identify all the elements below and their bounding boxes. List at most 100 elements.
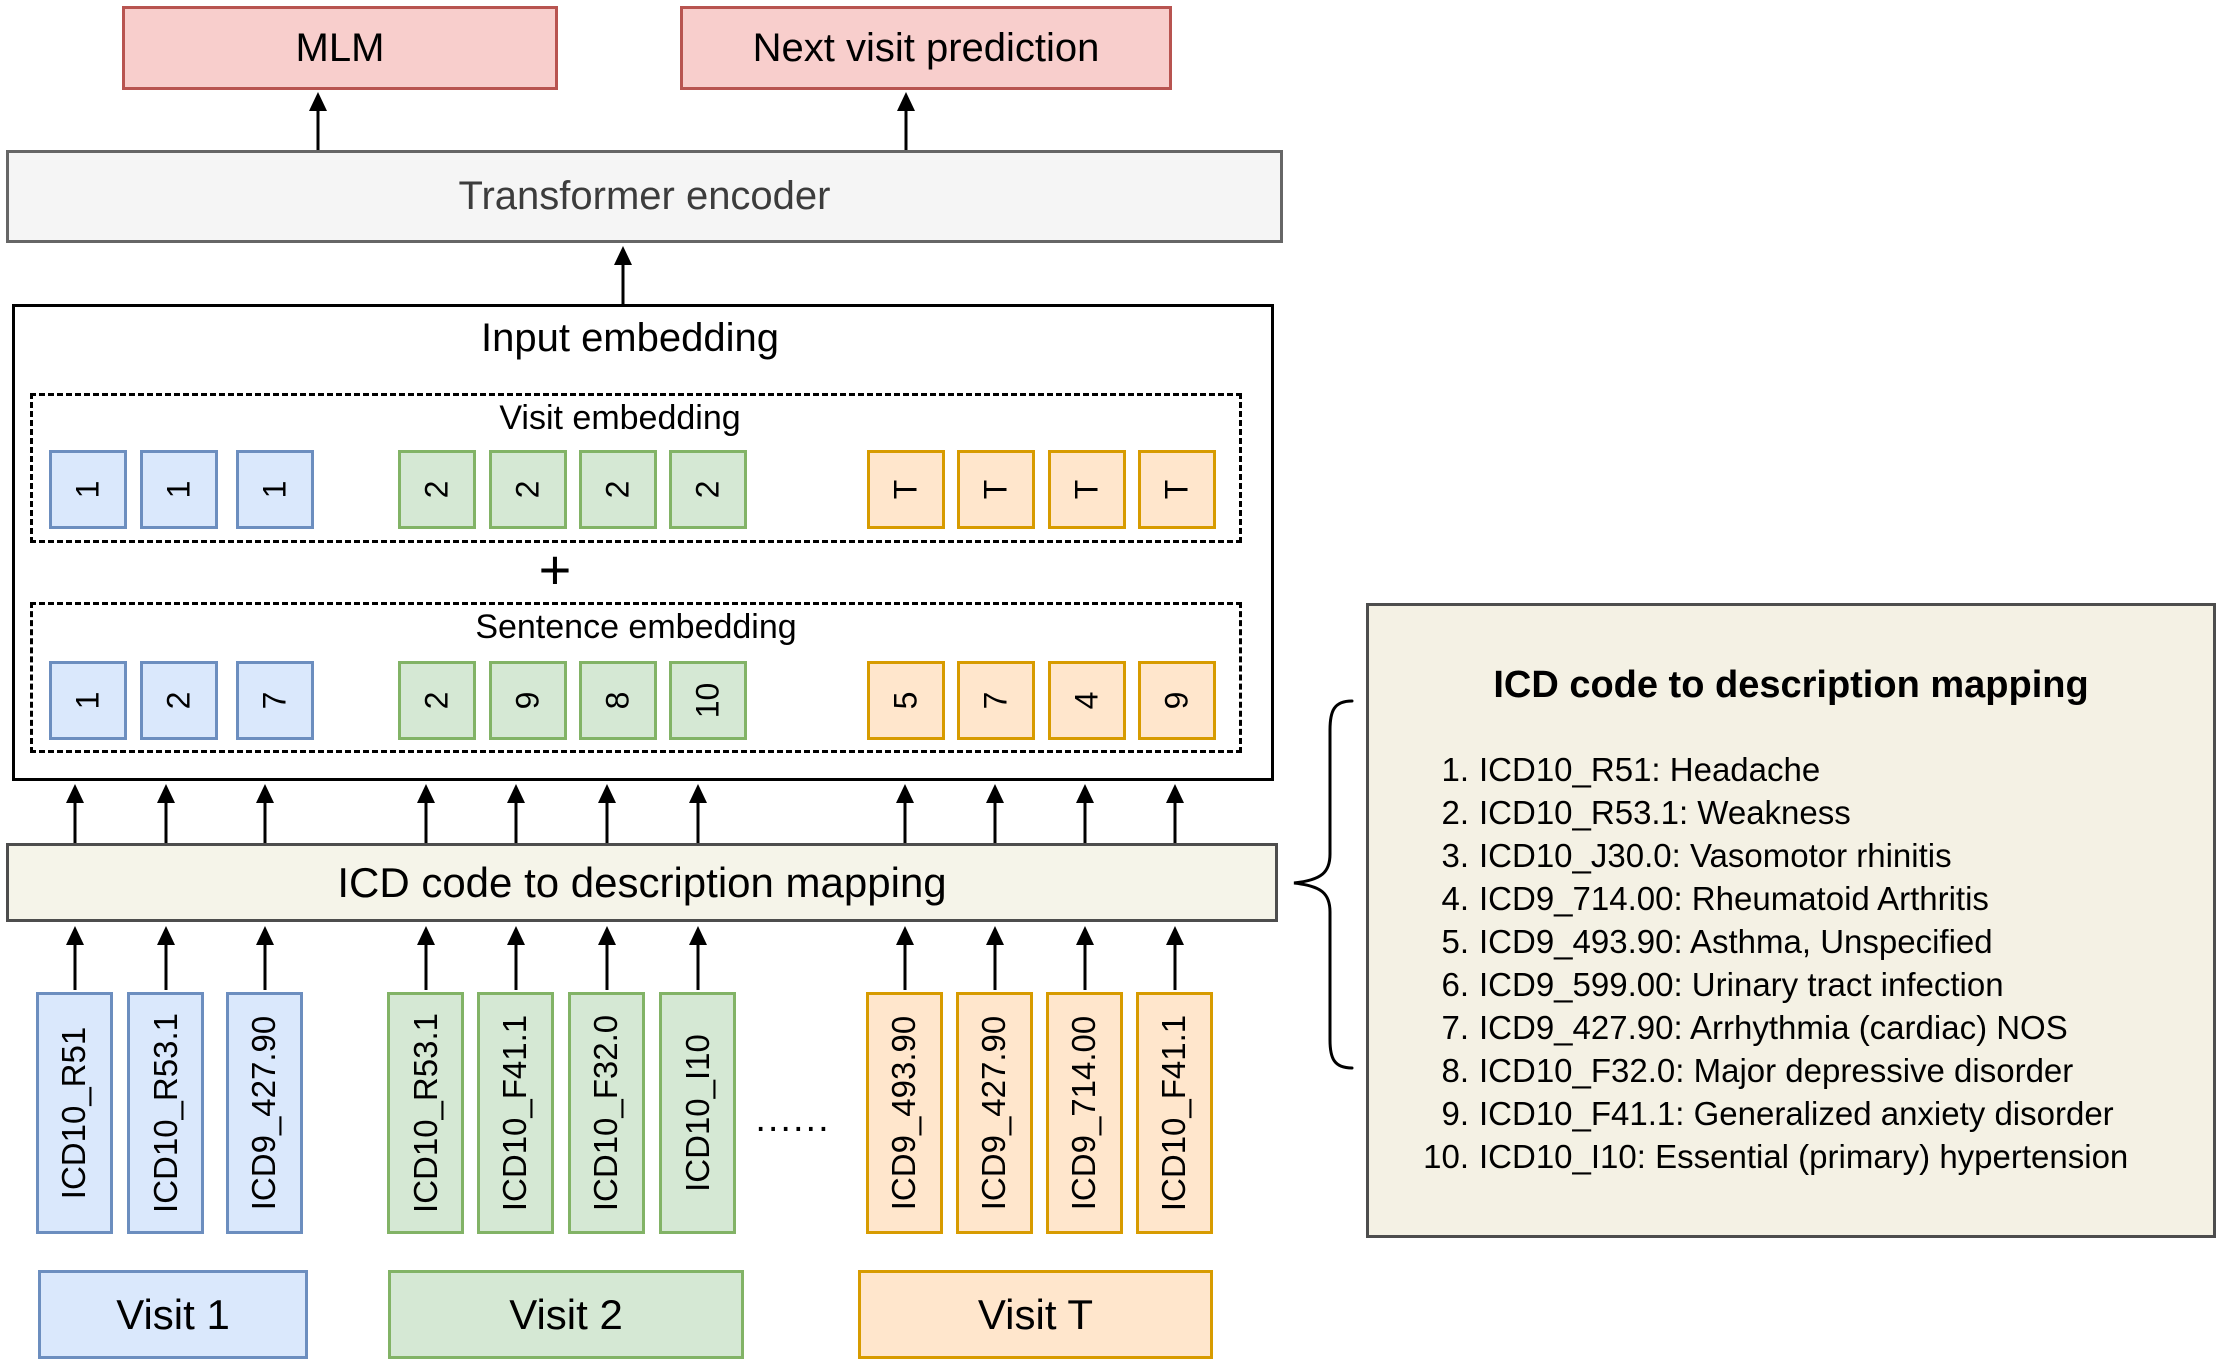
icd-legend-item-number: 3. — [1441, 837, 1469, 874]
arrow-input-to-encoder — [613, 246, 633, 304]
visit-box: Visit 1 — [38, 1270, 308, 1359]
visit-embedding-cell-label: T — [887, 479, 924, 500]
transformer-encoder-label: Transformer encoder — [458, 174, 831, 218]
visit-embedding-cell: 1 — [140, 450, 218, 529]
icd-legend-item-text: ICD9_493.90: Asthma, Unspecified — [1479, 923, 1993, 960]
icd-code-box: ICD10_F41.1 — [477, 992, 554, 1234]
sentence-embedding-cell: 7 — [957, 661, 1035, 740]
arrow-to-mapping-bar — [895, 926, 915, 990]
arrow-to-mapping-bar — [688, 926, 708, 990]
visit-embedding-cell: T — [867, 450, 945, 529]
visit-embedding-cell: 1 — [236, 450, 314, 529]
arrow-to-input-embedding — [506, 784, 526, 843]
arrow-to-input-embedding — [1165, 784, 1185, 843]
transformer-encoder-box: Transformer encoder — [6, 150, 1283, 243]
sentence-embedding-cell: 2 — [140, 661, 218, 740]
icd-legend-item-number: 5. — [1441, 923, 1469, 960]
visit-embedding-cell-label: T — [1068, 479, 1105, 500]
sentence-embedding-cell-label: 7 — [977, 691, 1014, 710]
sentence-embedding-cell: 8 — [579, 661, 657, 740]
sentence-embedding-cell-label: 9 — [1158, 691, 1195, 710]
icd-code-box: ICD9_427.90 — [956, 992, 1033, 1234]
ellipsis: ...... — [755, 1098, 831, 1140]
icd-legend-item-text: ICD9_427.90: Arrhythmia (cardiac) NOS — [1479, 1009, 2068, 1046]
arrow-to-mapping-bar — [985, 926, 1005, 990]
visit-embedding-label: Visit embedding — [499, 399, 741, 437]
icd-code-box: ICD10_R53.1 — [127, 992, 204, 1234]
visit-embedding-cell-label: T — [977, 479, 1014, 500]
icd-code-label: ICD10_F41.1 — [496, 1014, 534, 1212]
icd-code-box: ICD10_R51 — [36, 992, 113, 1234]
icd-legend-item-number: 7. — [1441, 1009, 1469, 1046]
arrow-encoder-to-next-visit — [896, 92, 916, 150]
icd-legend-item-text: ICD10_I10: Essential (primary) hypertens… — [1479, 1138, 2129, 1175]
visit-embedding-cell-label: T — [1158, 479, 1195, 500]
sentence-embedding-cell: 1 — [49, 661, 127, 740]
visit-embedding-cell: T — [1048, 450, 1126, 529]
visit-box-label: Visit T — [977, 1290, 1094, 1338]
sentence-embedding-cell: 10 — [669, 661, 747, 740]
visit-embedding-region — [30, 393, 1242, 543]
icd-code-label: ICD10_R51 — [55, 1026, 93, 1200]
sentence-embedding-cell: 9 — [1138, 661, 1216, 740]
icd-legend-item-text: ICD10_F32.0: Major depressive disorder — [1479, 1052, 2074, 1089]
icd-legend-item-number: 9. — [1441, 1095, 1469, 1132]
arrow-to-mapping-bar — [156, 926, 176, 990]
icd-code-label: ICD9_493.90 — [885, 1015, 923, 1211]
icd-legend-item: 6. ICD9_599.00: Urinary tract infection — [1405, 963, 2203, 1006]
icd-code-label: ICD10_F32.0 — [587, 1014, 625, 1212]
visit-embedding-cell-label: 2 — [599, 480, 636, 499]
icd-mapping-bar: ICD code to description mapping — [6, 843, 1278, 922]
arrow-to-input-embedding — [597, 784, 617, 843]
arrow-to-mapping-bar — [255, 926, 275, 990]
visit-embedding-cell: 2 — [398, 450, 476, 529]
icd-code-label: ICD10_R53.1 — [146, 1013, 184, 1213]
visit-box: Visit 2 — [388, 1270, 744, 1359]
visit-embedding-cell-label: 2 — [689, 480, 726, 499]
icd-legend-box: ICD code to description mapping 1.ICD10_… — [1366, 603, 2216, 1238]
icd-legend-item-text: ICD10_J30.0: Vasomotor rhinitis — [1479, 837, 1952, 874]
visit-embedding-cell-label: 1 — [256, 480, 293, 499]
arrow-to-mapping-bar — [416, 926, 436, 990]
icd-code-box: ICD10_R53.1 — [387, 992, 464, 1234]
arrow-to-input-embedding — [255, 784, 275, 843]
arrow-to-input-embedding — [895, 784, 915, 843]
visit-box: Visit T — [858, 1270, 1213, 1359]
icd-legend-title: ICD code to description mapping — [1493, 664, 2089, 706]
mlm-head-box: MLM — [122, 6, 558, 90]
visit-embedding-cell: 2 — [669, 450, 747, 529]
sentence-embedding-cell-label: 5 — [887, 691, 924, 710]
sentence-embedding-cell: 2 — [398, 661, 476, 740]
icd-legend-item-number: 10. — [1423, 1138, 1469, 1175]
icd-legend-item: 3. ICD10_J30.0: Vasomotor rhinitis — [1405, 834, 2203, 877]
mlm-head-label: MLM — [295, 25, 385, 70]
icd-legend-item-text: ICD10_R51: Headache — [1479, 751, 1821, 788]
arrow-to-input-embedding — [156, 784, 176, 843]
icd-code-box: ICD9_493.90 — [866, 992, 943, 1234]
sentence-embedding-cell-label: 2 — [418, 691, 455, 710]
sentence-embedding-cell: 4 — [1048, 661, 1126, 740]
arrow-to-mapping-bar — [65, 926, 85, 990]
sentence-embedding-cell-label: 7 — [256, 691, 293, 710]
icd-legend-item-number: 6. — [1441, 966, 1469, 1003]
icd-code-box: ICD10_F32.0 — [568, 992, 645, 1234]
icd-legend-item: 1.ICD10_R51: Headache — [1405, 748, 2203, 791]
arrow-encoder-to-mlm — [308, 92, 328, 150]
arrow-to-input-embedding — [985, 784, 1005, 843]
icd-legend-item: 7. ICD9_427.90: Arrhythmia (cardiac) NOS — [1405, 1006, 2203, 1049]
visit-embedding-cell: T — [1138, 450, 1216, 529]
icd-code-label: ICD9_427.90 — [245, 1015, 283, 1211]
sentence-embedding-cell-label: 1 — [69, 691, 106, 710]
arrow-to-input-embedding — [416, 784, 436, 843]
icd-code-label: ICD9_714.00 — [1065, 1015, 1103, 1211]
arrow-to-input-embedding — [688, 784, 708, 843]
icd-code-box: ICD10_F41.1 — [1136, 992, 1213, 1234]
icd-legend-item-text: ICD9_599.00: Urinary tract infection — [1479, 966, 2004, 1003]
sentence-embedding-cell-label: 2 — [160, 691, 197, 710]
icd-legend-item-number: 8. — [1441, 1052, 1469, 1089]
visit-embedding-cell: 2 — [489, 450, 567, 529]
icd-legend-item-number: 4. — [1441, 880, 1469, 917]
icd-legend-item: 10. ICD10_I10: Essential (primary) hypert… — [1405, 1135, 2203, 1178]
